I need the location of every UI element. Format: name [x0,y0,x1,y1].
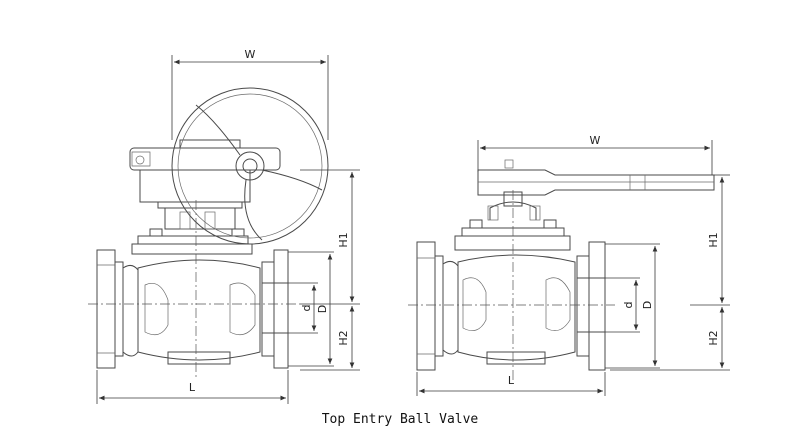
right-dim-d-small: d [605,277,640,333]
right-dim-w: W [477,134,713,175]
right-dim-h1-label: H1 [707,232,720,247]
left-dim-h2-label: H2 [337,330,350,345]
left-dim-D-label: D [316,305,329,313]
left-dim-w: W [171,48,329,140]
right-dim-l-label: L [508,374,515,387]
right-dim-h2-label: H2 [707,330,720,345]
right-inlet-flange [416,241,444,371]
right-valve-view: W H1 H2 d D L [408,134,730,396]
left-valve-body [122,228,261,365]
left-valve-view: W H1 H2 d D L [88,48,360,404]
left-inlet-flange [96,249,124,369]
left-outlet-flange-section [261,249,289,369]
left-dim-d-small: d [288,282,318,334]
right-dim-D-large: D [605,243,660,369]
right-lever-handle [477,159,715,196]
right-dim-D-label: D [641,301,654,309]
left-dim-w-label: W [245,48,256,61]
left-handwheel [171,87,329,245]
right-dim-h1: H1 [690,174,730,306]
left-dim-h2: H2 [300,306,360,371]
left-dim-h1-label: H1 [337,232,350,247]
right-dim-w-label: W [590,134,601,147]
figure-caption: Top Entry Ball Valve [321,412,479,427]
left-yoke [157,201,243,230]
left-dim-d-label: d [300,305,313,312]
right-dim-d-label: d [622,302,635,309]
right-valve-body [442,219,576,365]
right-dim-h2: H2 [610,307,730,371]
right-dim-l: L [416,372,606,396]
left-gearbox [129,139,281,203]
left-dim-D-large: D [288,251,334,367]
right-outlet-flange-section [576,241,606,371]
right-stem-assembly [487,191,541,221]
left-dim-l: L [96,370,289,404]
left-dim-l-label: L [189,381,196,394]
